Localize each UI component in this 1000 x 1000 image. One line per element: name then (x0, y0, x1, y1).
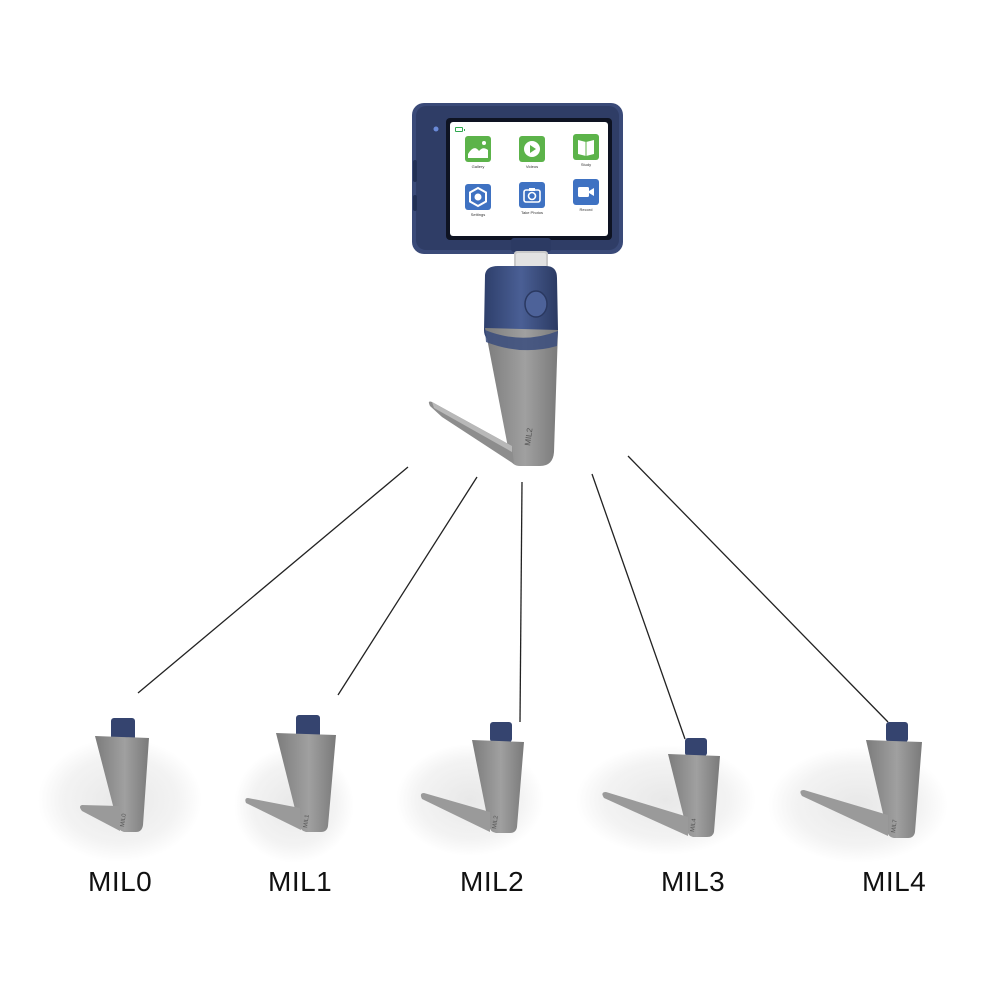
blade-mil1: MIL1 (234, 715, 354, 863)
app-videos[interactable]: Videos (510, 136, 554, 169)
blade-mil3: MIL4 (576, 738, 756, 855)
label-mil2: MIL2 (460, 866, 525, 897)
battery-icon (455, 127, 465, 132)
app-label-settings: Settings (470, 212, 486, 217)
app-settings[interactable]: Settings (456, 184, 500, 217)
app-label-study: Study (580, 162, 592, 167)
svg-text:MIL1: MIL1 (303, 814, 311, 829)
device-screen: Gallery Videos Study Settings Take Photo… (450, 122, 608, 236)
connector-line-mil1 (337, 476, 478, 696)
label-mil1: MIL1 (268, 866, 333, 897)
blade-tip (428, 401, 514, 464)
camera-dot (433, 126, 439, 132)
app-record[interactable]: Record (564, 179, 608, 212)
main-blade-marking: MIL2 (523, 427, 534, 446)
book-icon (573, 134, 599, 160)
video-camera-icon (573, 179, 599, 205)
app-label-gallery: Gallery (471, 164, 485, 169)
svg-text:MIL7: MIL7 (891, 819, 899, 834)
connector-lines (137, 455, 889, 740)
camera-icon (519, 182, 545, 208)
app-take-photos[interactable]: Take Photos (510, 182, 554, 215)
status-bar (450, 122, 608, 134)
handle (484, 266, 558, 342)
svg-text:MIL2: MIL2 (492, 815, 500, 830)
app-label-take-photos: Take Photos (520, 210, 543, 215)
svg-text:MIL4: MIL4 (690, 818, 698, 833)
connector-line-mil3 (591, 473, 686, 740)
app-label-record: Record (579, 207, 593, 212)
connector-line-mil2 (519, 481, 523, 723)
connector-line-mil0 (137, 466, 409, 694)
play-icon (519, 136, 545, 162)
gallery-icon (465, 136, 491, 162)
app-label-videos: Videos (525, 164, 539, 169)
app-gallery[interactable]: Gallery (456, 136, 500, 169)
hinge (511, 238, 551, 252)
label-mil0: MIL0 (88, 866, 153, 897)
blade-mil2: MIL2 (396, 722, 544, 856)
power-button (524, 290, 548, 318)
blade-mil0: MIL0 (38, 718, 202, 862)
app-study[interactable]: Study (564, 134, 608, 167)
connector-line-mil4 (627, 455, 889, 723)
label-mil4: MIL4 (862, 866, 927, 897)
gear-icon (465, 184, 491, 210)
svg-text:MIL0: MIL0 (120, 813, 128, 828)
blade-mil4: MIL7 (768, 722, 948, 863)
label-mil3: MIL3 (661, 866, 726, 897)
blade-body (485, 328, 558, 466)
